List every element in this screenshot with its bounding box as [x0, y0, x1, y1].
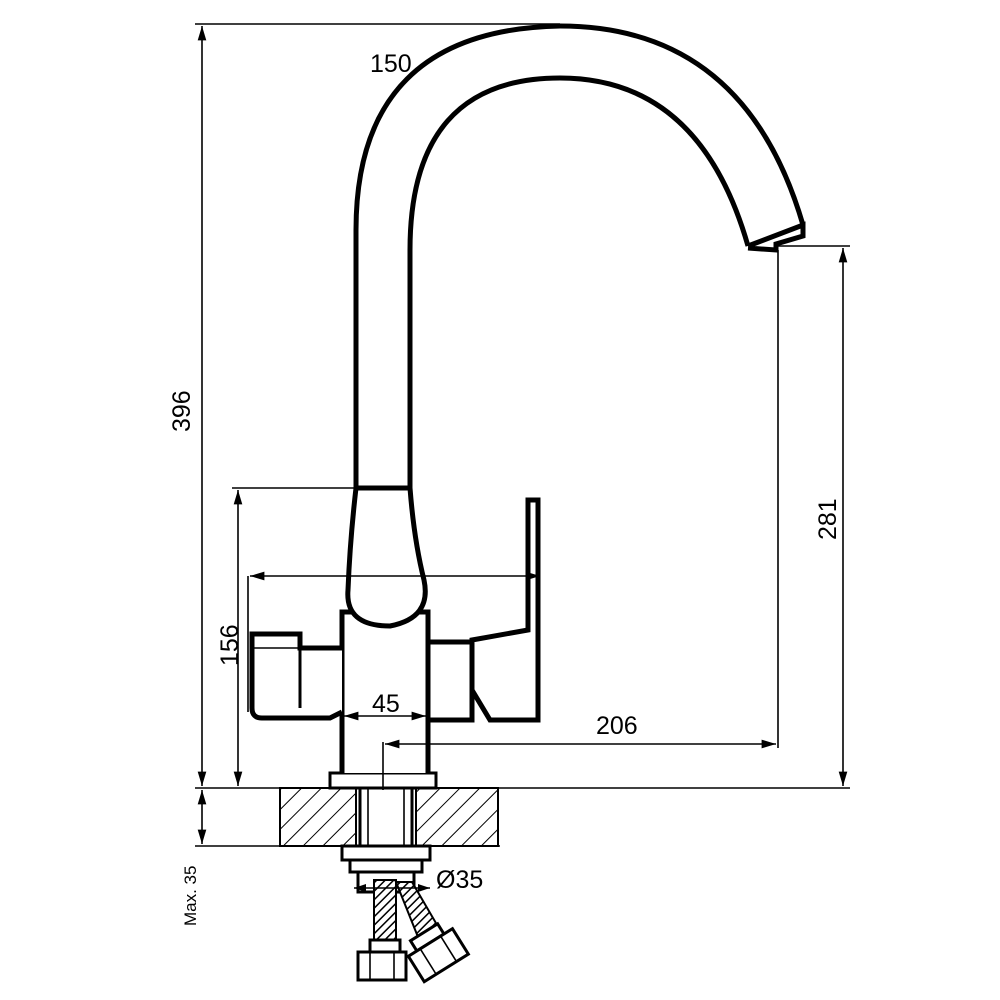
- countertop-left-section: [279, 787, 357, 847]
- label-body-width: 45: [372, 690, 400, 718]
- faucet-body: [249, 485, 541, 790]
- label-spout-reach-top: 150: [370, 50, 412, 78]
- left-handle: [249, 631, 344, 721]
- mounting-shank: [340, 786, 432, 894]
- spout: [353, 23, 806, 488]
- right-handle-base: [425, 639, 475, 723]
- right-lever: [469, 497, 541, 723]
- dimension-lines: [195, 23, 850, 892]
- dimension-labels: 150 396 281 156 45 206 Ø35 Max. 35: [168, 50, 842, 926]
- supply-hoses: [356, 879, 471, 984]
- label-total-height: 396: [168, 390, 196, 432]
- label-spout-height: 281: [814, 498, 842, 540]
- countertop-right-section: [415, 787, 499, 847]
- label-max-thickness: Max. 35: [181, 866, 200, 926]
- hose-nut-left: [356, 950, 408, 982]
- hose-nut-right: [406, 926, 471, 984]
- lock-nut: [340, 844, 432, 862]
- spout-collar: [345, 485, 428, 629]
- spout-outer-curve: [353, 23, 806, 488]
- spout-tip: [747, 221, 806, 253]
- label-hole-diameter: Ø35: [436, 866, 483, 894]
- label-body-height: 156: [216, 624, 244, 666]
- spout-inner-curve: [407, 75, 751, 488]
- label-spout-reach: 206: [596, 712, 638, 740]
- braided-hose-left: [373, 879, 397, 946]
- countertop: [195, 787, 850, 847]
